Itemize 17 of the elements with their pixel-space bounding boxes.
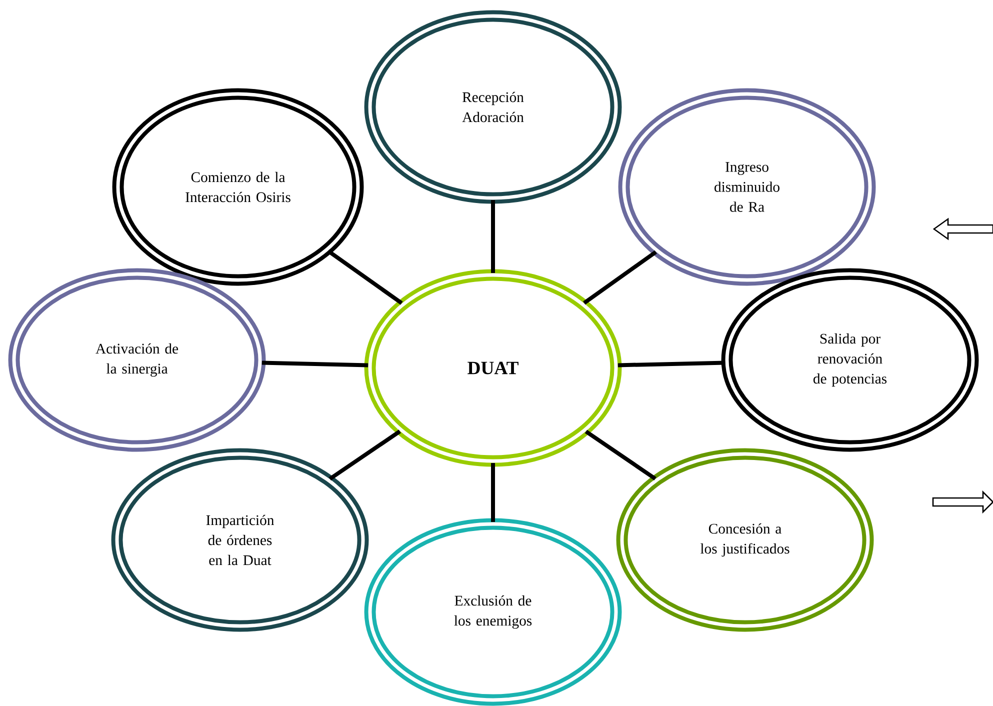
ellipse-node: Comienzo de la Interacción Osiris bbox=[112, 88, 364, 286]
ellipse-node: Exclusión de los enemigos bbox=[364, 518, 622, 706]
connector-line bbox=[328, 430, 401, 481]
connector-line bbox=[491, 200, 495, 273]
ellipse-node: Activación de la sinergia bbox=[8, 268, 266, 452]
ellipse-node: Ingreso disminuido de Ra bbox=[618, 88, 876, 286]
connector-line bbox=[584, 430, 656, 480]
ellipse-node: Concesión a los justificados bbox=[616, 448, 874, 632]
connector-line bbox=[583, 250, 657, 305]
ellipse-node: DUAT bbox=[364, 269, 622, 467]
ellipse-node: Impartición de órdenes en la Duat bbox=[111, 448, 369, 632]
connector-line bbox=[327, 249, 403, 305]
ellipse-node: Salida por renovación de potencias bbox=[721, 268, 979, 452]
connector-line bbox=[491, 463, 495, 522]
connector-line bbox=[262, 360, 368, 368]
connector-line bbox=[618, 360, 726, 368]
ellipse-node: Recepción Adoración bbox=[364, 10, 622, 204]
